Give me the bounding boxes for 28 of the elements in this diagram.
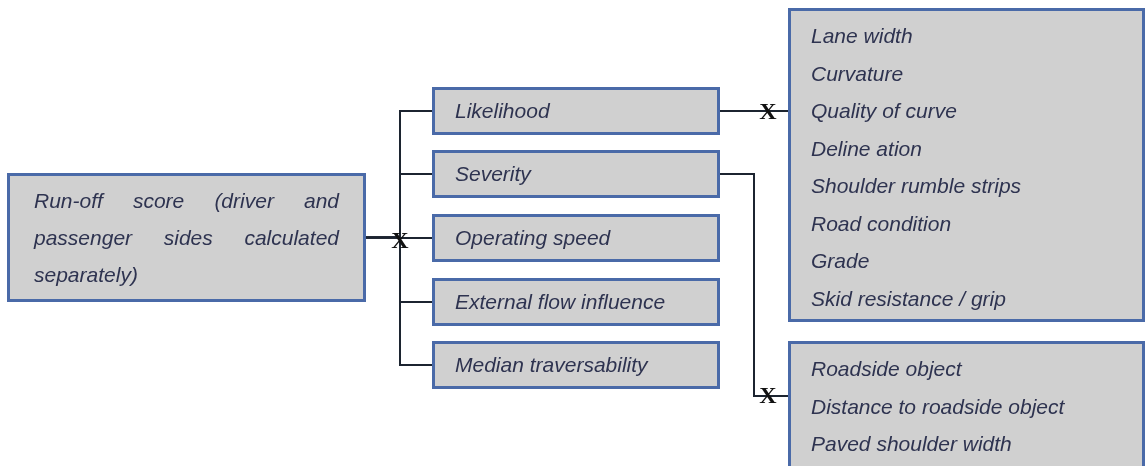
factor-text: Shoulder rumble strips bbox=[811, 173, 1023, 199]
factor-text: External flow influence bbox=[455, 288, 667, 315]
factor-box bbox=[432, 214, 720, 262]
factor-text: Run-off score (driver and passenger sides calculated separately) bbox=[34, 188, 339, 288]
factor-text: Skid resistance / grip bbox=[811, 285, 1007, 312]
factor-text: Severity bbox=[455, 160, 533, 187]
factor-text: Distance to roadside object bbox=[811, 393, 1066, 420]
factor-box bbox=[432, 278, 720, 326]
factor-text: Likelihood bbox=[455, 97, 551, 124]
factor-list-box bbox=[788, 8, 1145, 322]
factor-text: Lane width bbox=[811, 23, 914, 49]
connector-line bbox=[719, 110, 789, 112]
factor-box bbox=[7, 173, 366, 302]
factor-list-box bbox=[788, 341, 1145, 466]
factor-text: Quality of curve bbox=[811, 98, 958, 124]
connector-line bbox=[719, 173, 789, 397]
factor-text: Paved shoulder width bbox=[811, 431, 1013, 457]
factor-box bbox=[432, 87, 720, 135]
factor-text: Median traversability bbox=[455, 351, 650, 378]
factor-box bbox=[432, 150, 720, 198]
connector-line bbox=[365, 236, 433, 366]
factor-text: Road condition bbox=[811, 210, 953, 237]
factor-text: Roadside object bbox=[811, 356, 964, 382]
factor-box bbox=[432, 341, 720, 389]
factor-text: Deline ation bbox=[811, 135, 923, 162]
factor-text: Curvature bbox=[811, 60, 905, 87]
factor-text: Operating speed bbox=[455, 224, 612, 251]
factor-text: Grade bbox=[811, 248, 871, 274]
